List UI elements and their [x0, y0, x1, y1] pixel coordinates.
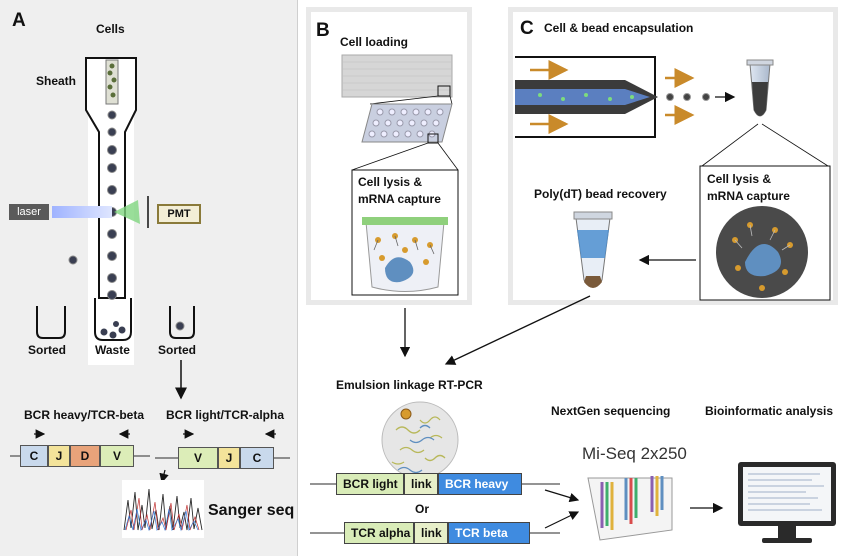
heavy-segment-d: D: [70, 445, 100, 467]
sorted-right-label: Sorted: [158, 343, 197, 357]
panel-c-letter: C: [520, 18, 534, 39]
waste-label: Waste: [95, 343, 130, 357]
b-lysis-line2: mRNA capture: [358, 192, 441, 206]
cells-label: Cells: [96, 22, 125, 36]
bead-recovery-label: Poly(dT) bead recovery: [534, 187, 667, 201]
sequencing-flowcell: [587, 476, 673, 541]
light-segment-v: V: [178, 447, 218, 469]
miseq-label: Mi-Seq 2x250: [582, 444, 687, 463]
collection-tubes: [36, 298, 195, 341]
c-lysis-line2: mRNA capture: [707, 189, 790, 203]
microfluidic-channel: [515, 56, 736, 138]
plate-graphics: [341, 54, 459, 296]
sorted-left-label: Sorted: [28, 343, 67, 357]
laser-box: laser: [9, 204, 49, 220]
tcr-alpha-segment: TCR alpha: [344, 522, 414, 544]
or-label: Or: [415, 502, 430, 516]
sanger-chromatogram: [122, 480, 204, 538]
c-to-rtpcr-arrow: [444, 295, 591, 365]
nextgen-label: NextGen sequencing: [551, 404, 671, 418]
link-segment-2: link: [414, 522, 448, 544]
heavy-segment-v: V: [100, 445, 134, 467]
bcr-heavy-segment: BCR heavy: [438, 473, 522, 495]
emulsion-droplet: [381, 401, 459, 479]
bcr-light-label: BCR light/TCR-alpha: [166, 408, 284, 422]
tcr-beta-segment: TCR beta: [448, 522, 530, 544]
monitor-icon: [738, 462, 836, 543]
emulsion-label: Emulsion linkage RT-PCR: [336, 378, 483, 392]
light-segment-c: C: [240, 447, 274, 469]
panel-b-letter: B: [316, 20, 330, 41]
heavy-segment-j: J: [48, 445, 70, 467]
bcr-light-segment: BCR light: [336, 473, 404, 495]
link-segment-1: link: [404, 473, 438, 495]
light-segment-j: J: [218, 447, 240, 469]
bead-recovery-tube: [573, 211, 613, 288]
cell-loading-label: Cell loading: [340, 35, 409, 49]
sanger-label: Sanger seq: [208, 502, 295, 519]
panel-a-letter: A: [12, 10, 26, 31]
bioinformatic-label: Bioinformatic analysis: [705, 404, 834, 418]
sheath-label: Sheath: [36, 74, 77, 88]
bcr-heavy-label: BCR heavy/TCR-beta: [24, 408, 145, 422]
c-lysis-line1: Cell lysis &: [707, 172, 772, 186]
heavy-segment-c: C: [20, 445, 48, 467]
encapsulation-label: Cell & bead encapsulation: [544, 21, 694, 35]
pmt-box: PMT: [157, 204, 201, 224]
collection-tube-c: [699, 59, 831, 301]
b-lysis-line1: Cell lysis &: [358, 175, 423, 189]
